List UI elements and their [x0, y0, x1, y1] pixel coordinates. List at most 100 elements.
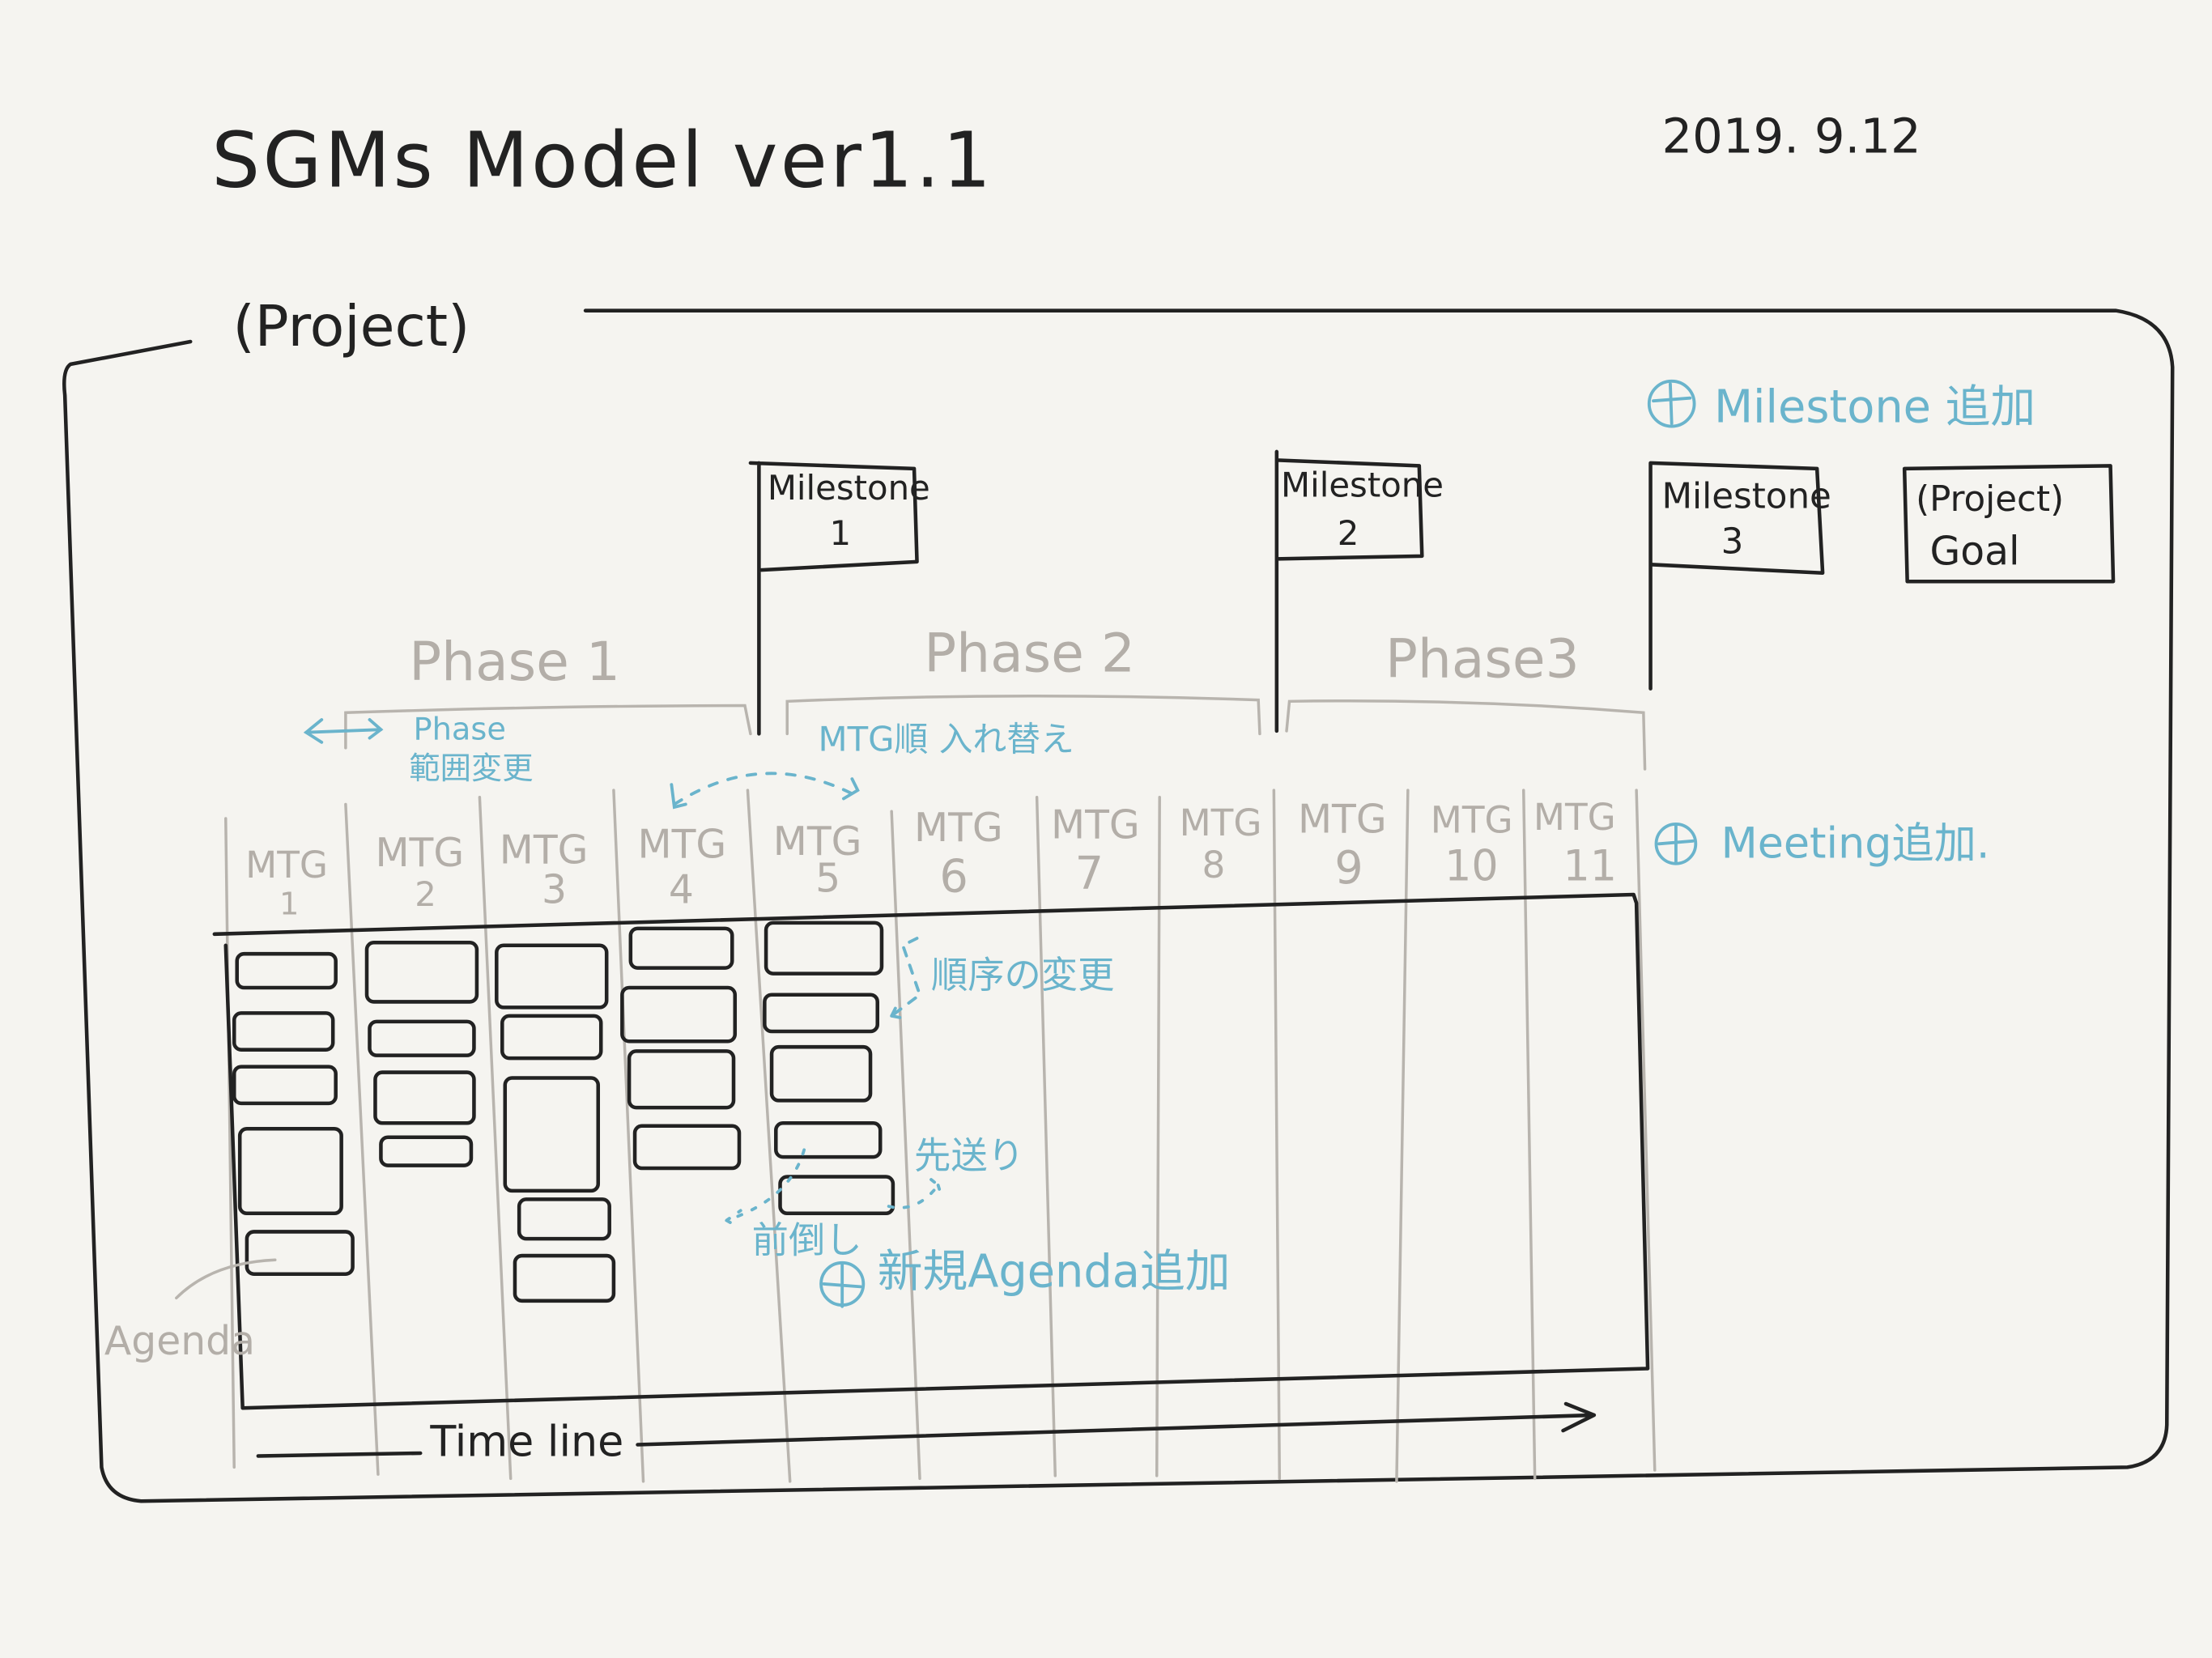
agenda-card[interactable]	[232, 1065, 338, 1106]
postpone-note: 先送り	[914, 1134, 1024, 1177]
meeting-number: 2	[415, 874, 436, 914]
arrow-head-icon	[670, 777, 860, 810]
meeting-column-separator	[344, 802, 380, 1476]
order-change-arrow	[890, 937, 922, 1021]
add-meeting-button[interactable]: Meeting追加.	[1654, 819, 1990, 869]
milestone-flag-1[interactable]: Milestone 1	[748, 461, 930, 736]
agenda-card[interactable]	[235, 951, 338, 990]
milestone-label: Milestone	[768, 468, 930, 508]
meeting-label[interactable]: MTG	[1180, 801, 1262, 844]
agenda-label: Agenda	[104, 1318, 255, 1364]
meeting-column-separator	[612, 789, 645, 1483]
phase-2-label: Phase 2	[924, 623, 1135, 685]
project-goal-box[interactable]: (Project) Goal	[1902, 464, 2116, 584]
agenda-cards	[232, 920, 895, 1303]
svg-text:範囲変更: 範囲変更	[409, 750, 533, 787]
agenda-card[interactable]	[763, 993, 880, 1034]
phase-1-bracket[interactable]	[344, 704, 752, 750]
milestone-label: Milestone	[1661, 477, 1831, 517]
meeting-number: 9	[1334, 842, 1363, 895]
add-meeting-label: Meeting追加.	[1721, 819, 1990, 869]
double-arrow-icon	[303, 718, 384, 744]
agenda-card[interactable]	[513, 1253, 616, 1303]
meeting-number: 5	[815, 856, 840, 902]
phase-range-change-note: Phase 範囲変更	[303, 711, 534, 787]
meeting-column-separator	[1272, 789, 1282, 1481]
advance-arrow	[725, 1148, 806, 1230]
agenda-card[interactable]	[627, 1049, 736, 1110]
meeting-number: 3	[542, 866, 567, 912]
goal-label: Goal	[1930, 528, 2020, 574]
meeting-column-separator	[1521, 789, 1537, 1481]
meeting-label[interactable]: MTG	[638, 822, 727, 868]
agenda-card[interactable]	[632, 1124, 742, 1171]
meeting-number: 6	[939, 851, 968, 903]
agenda-card[interactable]	[495, 943, 609, 1010]
add-milestone-label: Milestone 追加	[1714, 380, 2035, 433]
agenda-card[interactable]	[628, 926, 734, 970]
timeline-arrow	[256, 1401, 1597, 1458]
phase-3-bracket[interactable]	[1285, 699, 1647, 771]
project-frame	[62, 308, 2175, 1503]
agenda-card[interactable]	[368, 1019, 476, 1057]
swap-dashed-arrow	[672, 772, 856, 806]
agenda-card[interactable]	[778, 1175, 895, 1216]
milestone-flag-2[interactable]: Milestone 2	[1274, 449, 1444, 733]
meeting-column-separator	[890, 810, 921, 1481]
agenda-card[interactable]	[517, 1197, 611, 1241]
plus-icon	[822, 1262, 862, 1308]
meeting-column-separator	[1395, 789, 1410, 1483]
agenda-card[interactable]	[237, 1126, 343, 1216]
meeting-number: 1	[279, 886, 299, 922]
plus-circle-icon	[1647, 379, 1696, 428]
meeting-column-separator	[224, 817, 236, 1469]
meeting-number: 4	[669, 866, 694, 912]
meeting-label[interactable]: MTG	[245, 844, 328, 886]
agenda-card[interactable]	[232, 1011, 335, 1052]
meeting-column-separator	[1155, 796, 1161, 1477]
milestone-number: 1	[830, 513, 852, 553]
meeting-label[interactable]: MTG	[500, 827, 589, 874]
milestone-number: 2	[1338, 513, 1359, 553]
agenda-card[interactable]	[620, 985, 738, 1044]
agenda-card[interactable]	[764, 920, 884, 976]
add-agenda-button[interactable]: 新規Agenda追加	[819, 1245, 1230, 1308]
agenda-card[interactable]	[774, 1121, 883, 1159]
meeting-column-separator	[746, 789, 792, 1483]
milestone-label: Milestone	[1281, 466, 1444, 505]
meeting-label[interactable]: MTG	[914, 805, 1003, 851]
plus-icon	[1652, 382, 1692, 425]
agenda-card[interactable]	[769, 1044, 873, 1103]
agenda-card[interactable]	[503, 1076, 601, 1193]
milestone-flag-3[interactable]: Milestone 3	[1648, 461, 1831, 691]
goal-label-project: (Project)	[1916, 479, 2064, 520]
diagram-title: SGMs Model ver1.1	[211, 117, 993, 205]
postpone-arrow	[887, 1178, 944, 1209]
agenda-card[interactable]	[364, 940, 479, 1004]
meeting-number: 7	[1075, 848, 1104, 900]
meeting-column-separator	[478, 796, 513, 1481]
agenda-card[interactable]	[245, 1230, 355, 1276]
phase-2-bracket[interactable]	[785, 695, 1261, 736]
add-milestone-button[interactable]: Milestone 追加	[1647, 379, 2035, 433]
meeting-column-separator	[1635, 789, 1657, 1472]
meeting-column-separator	[1035, 796, 1057, 1477]
timeline-label: Time line	[429, 1417, 623, 1466]
meeting-number: 11	[1563, 842, 1618, 891]
agenda-pointer-line	[175, 1258, 277, 1300]
diagram-date: 2019. 9.12	[1661, 108, 1921, 164]
order-change-note: 順序の変更	[931, 954, 1115, 997]
meeting-label[interactable]: MTG	[1298, 796, 1387, 842]
meeting-label[interactable]: MTG	[773, 818, 862, 865]
plus-icon	[1657, 823, 1695, 865]
meeting-label[interactable]: MTG	[1051, 801, 1140, 848]
meeting-label[interactable]: MTG	[1534, 796, 1616, 839]
agenda-card[interactable]	[373, 1070, 476, 1125]
meeting-label[interactable]: MTG	[1431, 798, 1513, 841]
agenda-board	[212, 892, 1650, 1410]
phase-3-label: Phase3	[1385, 628, 1580, 691]
agenda-card[interactable]	[500, 1014, 603, 1061]
agenda-card[interactable]	[379, 1135, 474, 1167]
meeting-label[interactable]: MTG	[375, 830, 464, 876]
